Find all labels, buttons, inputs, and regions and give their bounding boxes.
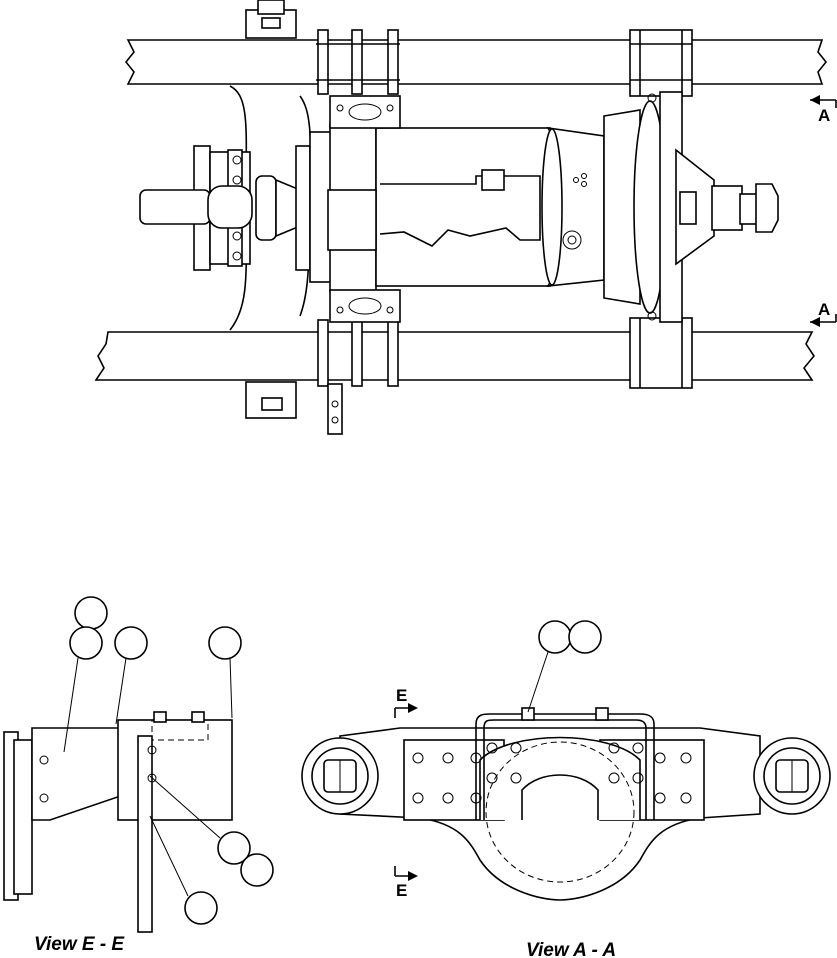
callout-bubble-1 (74, 596, 108, 630)
callout-bubble-5 (217, 831, 251, 865)
bolt-pattern (412, 742, 692, 804)
section-mark-e-top: E (394, 686, 418, 718)
lower-rail-bracket-left (245, 319, 399, 435)
section-mark-lower: A (810, 300, 837, 327)
callout-bubble-9 (568, 620, 602, 654)
callout-bubble-7 (184, 891, 218, 925)
section-label-a-upper: A (818, 106, 830, 125)
upper-spring-seat (329, 95, 401, 129)
section-mark-upper: A (810, 95, 837, 125)
section-mark-e-bottom: E (394, 866, 418, 900)
callout-bubble-8 (538, 620, 572, 654)
axle-assembly-top-view: A A (94, 0, 837, 435)
caption-view-e: View E - E (34, 934, 125, 955)
left-hub-assembly (139, 85, 319, 331)
lower-rail-bracket-right (629, 317, 693, 389)
lower-spring-seat (329, 289, 401, 323)
lower-frame-rail (94, 331, 815, 381)
axle-housing (295, 95, 605, 317)
callout-bubble-4 (208, 626, 242, 660)
view-a-a: E E View A - A (301, 620, 831, 958)
upper-frame-rail (124, 39, 828, 85)
section-label-e-top: E (396, 686, 407, 705)
caption-view-a: View A - A (526, 940, 616, 958)
section-label-e-bottom: E (396, 881, 407, 900)
callout-bubble-6 (240, 853, 274, 887)
right-hub-assembly (603, 91, 779, 323)
callout-bubble-3 (114, 626, 148, 660)
section-label-a-lower: A (818, 300, 830, 319)
upper-rail-bracket-left (245, 0, 400, 95)
upper-rail-bracket-right (629, 29, 693, 97)
callout-bubble-2 (69, 626, 103, 660)
view-e-e: View E - E (3, 596, 274, 955)
